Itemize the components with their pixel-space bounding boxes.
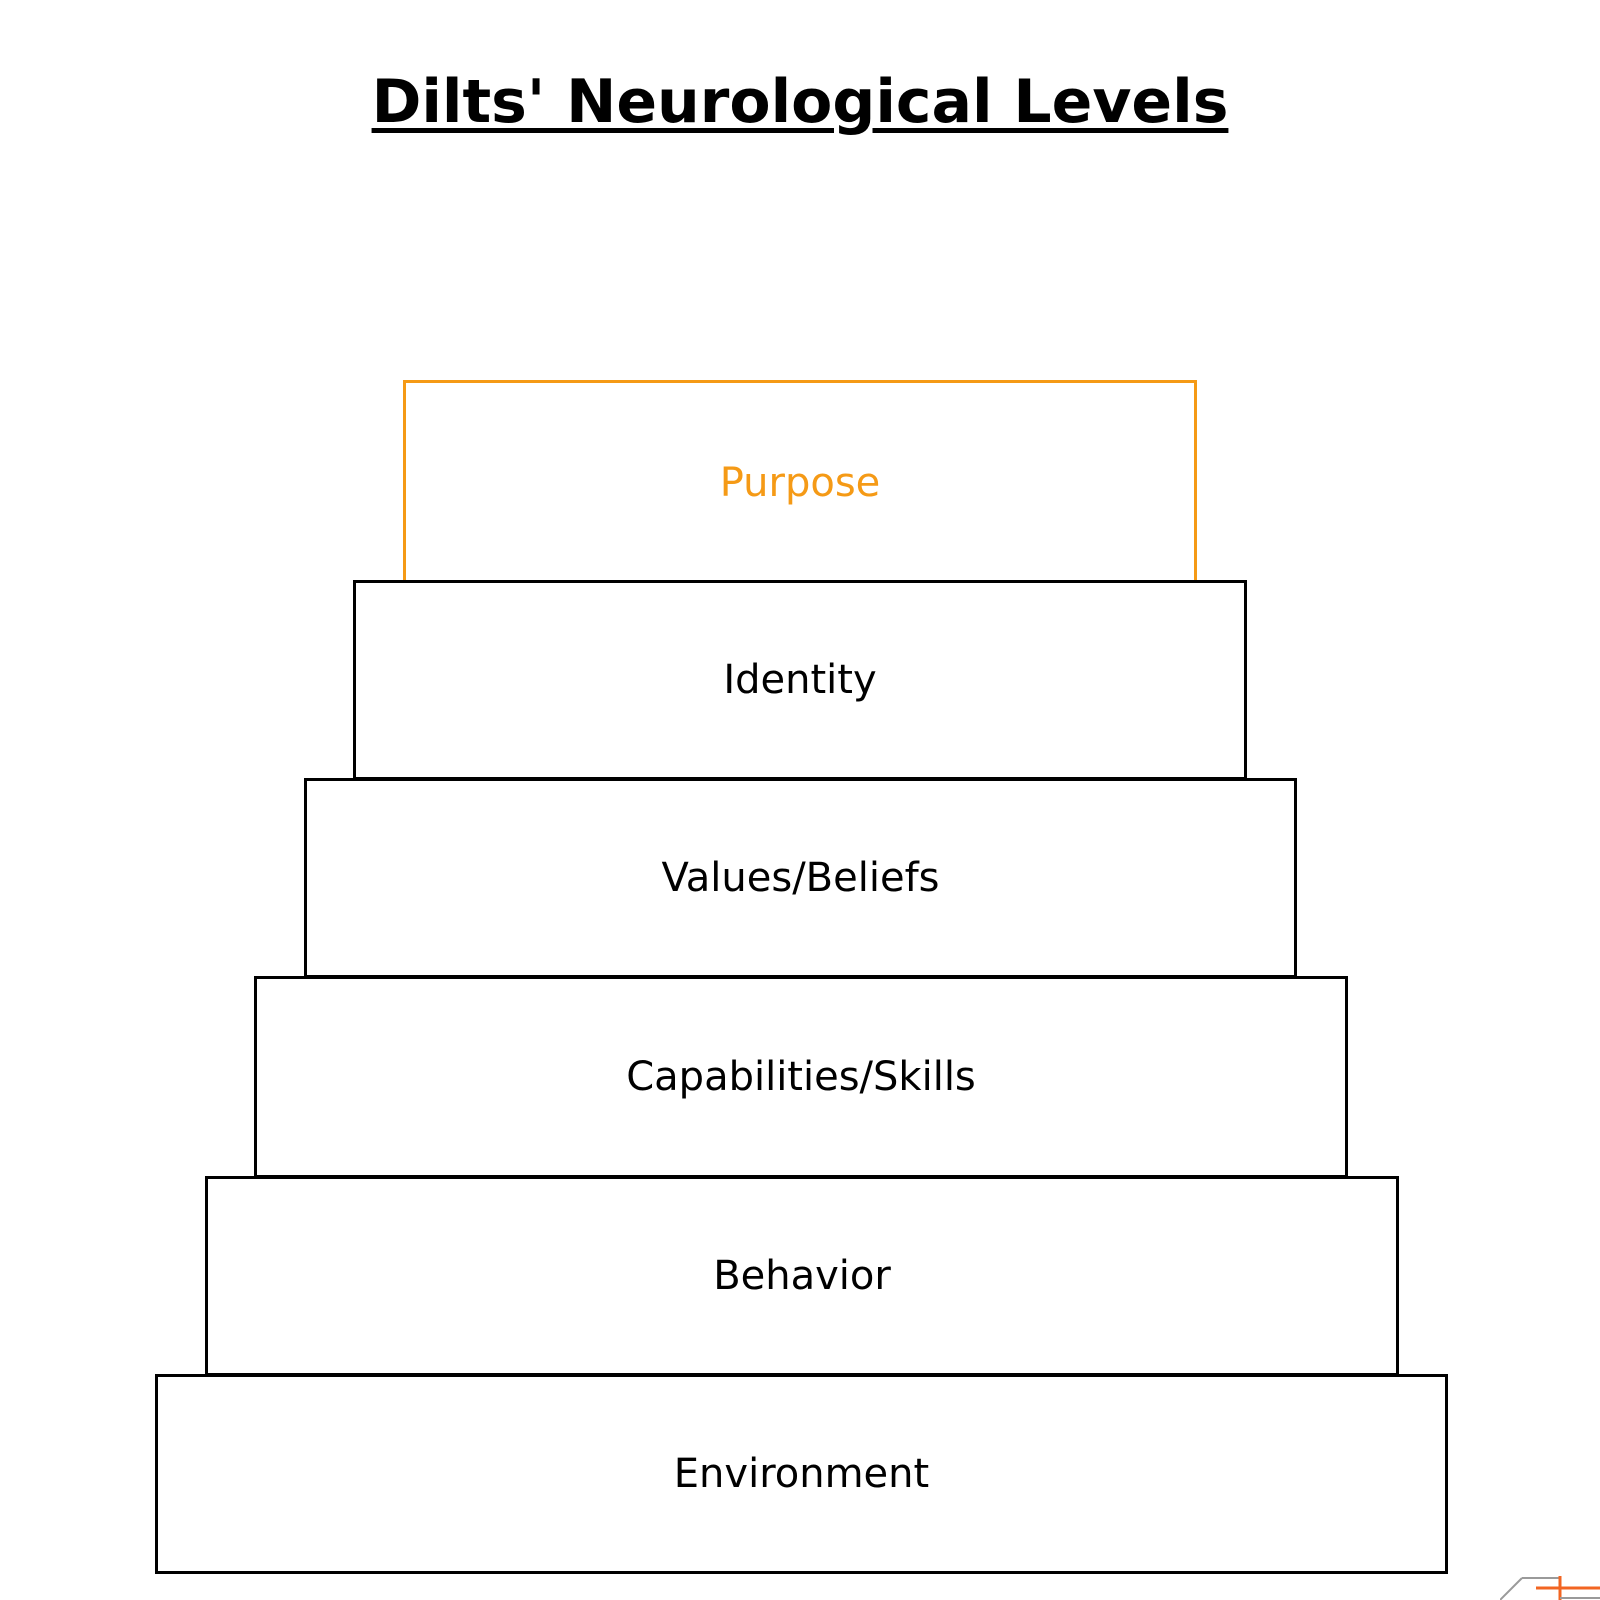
level-environment: Environment: [155, 1374, 1448, 1574]
page-title: Dilts' Neurological Levels: [371, 67, 1229, 137]
level-purpose: Purpose: [403, 380, 1197, 582]
level-identity: Identity: [353, 580, 1247, 780]
level-label-identity: Identity: [723, 657, 877, 703]
level-label-behavior: Behavior: [713, 1253, 891, 1299]
ae-logo-icon: [1500, 1576, 1600, 1600]
level-behavior: Behavior: [205, 1176, 1399, 1376]
level-capabilities-skills: Capabilities/Skills: [254, 976, 1348, 1178]
level-label-values-beliefs: Values/Beliefs: [661, 855, 940, 901]
level-label-environment: Environment: [673, 1451, 930, 1497]
level-values-beliefs: Values/Beliefs: [304, 778, 1297, 978]
level-label-capabilities-skills: Capabilities/Skills: [626, 1054, 976, 1100]
level-label-purpose: Purpose: [719, 459, 881, 506]
